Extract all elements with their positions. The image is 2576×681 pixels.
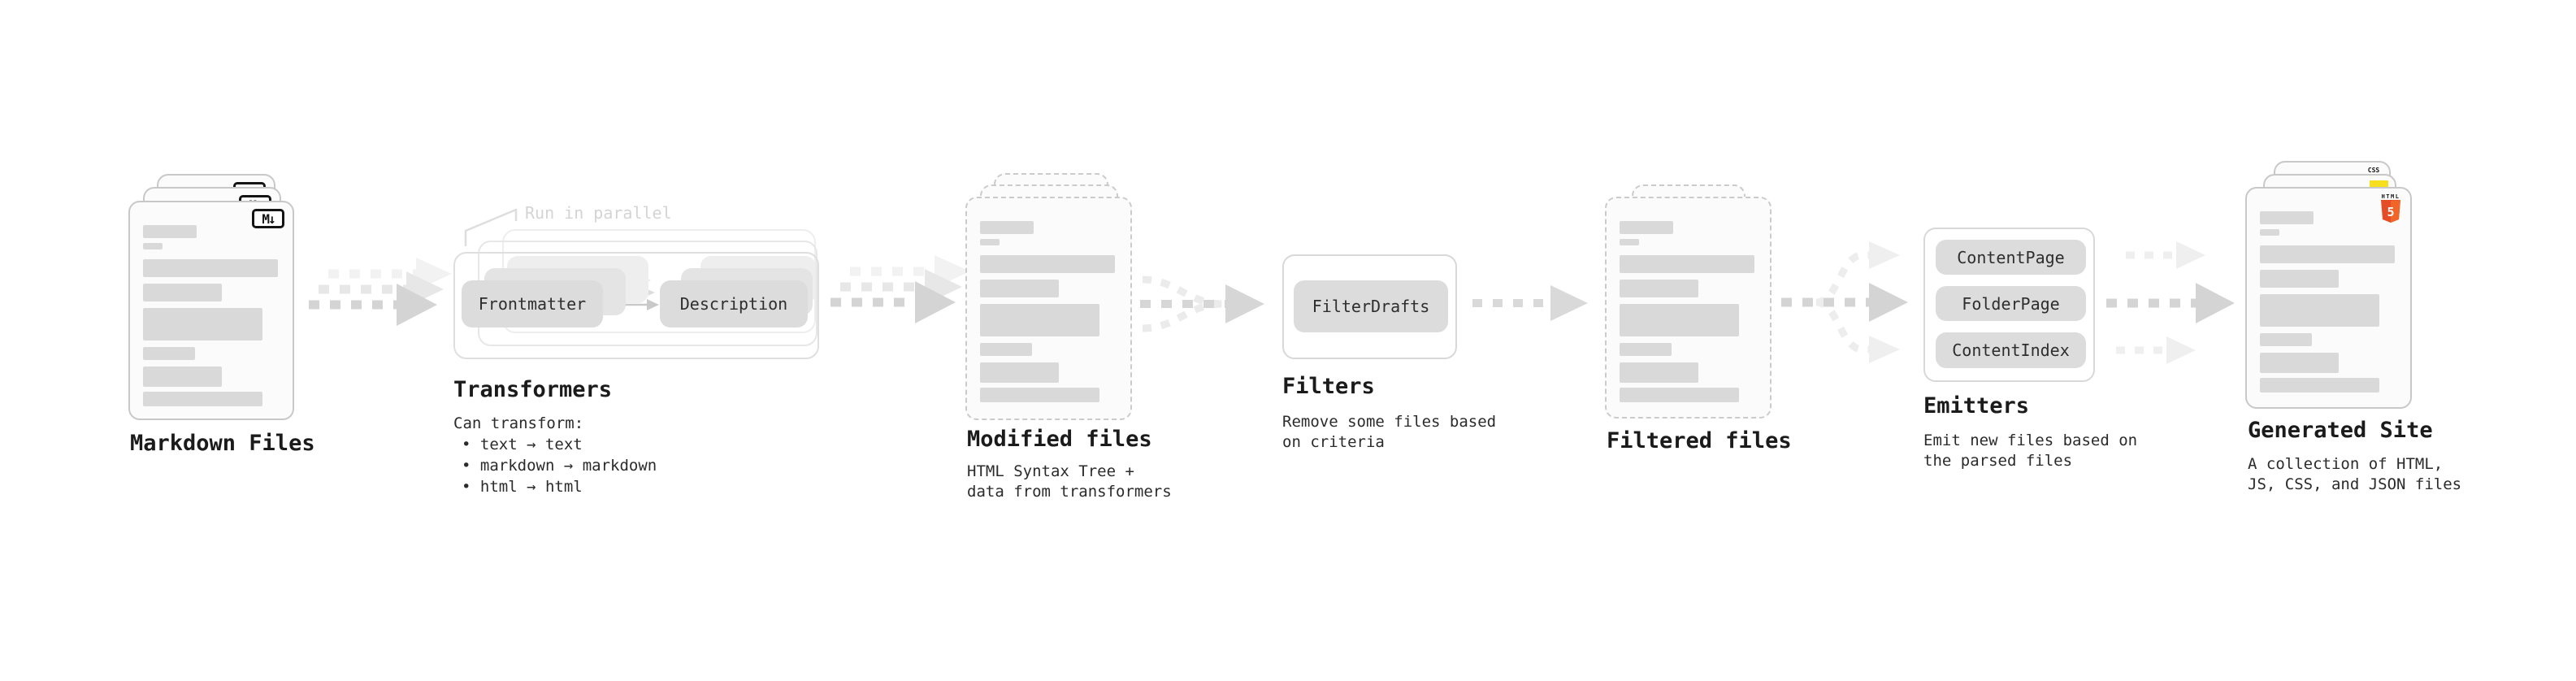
markdown-file-card-front: M↓	[128, 201, 294, 420]
arrow-modified-to-filters	[1140, 275, 1264, 332]
frontmatter-pill: Frontmatter	[462, 280, 603, 327]
text-line-placeholder	[2260, 211, 2314, 224]
arrow-emitters-to-generated	[2106, 241, 2235, 364]
text-line-placeholder	[143, 367, 222, 387]
text-line-placeholder	[1620, 221, 1673, 234]
modified-file-card-front	[965, 197, 1132, 420]
text-line-placeholder	[1620, 362, 1698, 383]
transform-bullet: • html → html	[462, 478, 583, 496]
markdown-files-label: Markdown Files	[130, 431, 315, 456]
text-line-placeholder	[980, 388, 1099, 402]
filters-panel: FilterDrafts	[1282, 254, 1457, 359]
html5-icon-number: 5	[2387, 205, 2394, 219]
modified-files-label: Modified files	[967, 427, 1152, 452]
emitters-subtitle: Emit new files based on the parsed files	[1923, 431, 2137, 471]
text-line-placeholder	[2260, 294, 2379, 327]
generated-file-card-html: HTML 5	[2245, 187, 2412, 409]
folderpage-pill: FolderPage	[1936, 286, 2086, 321]
text-line-placeholder	[980, 280, 1059, 297]
text-line-placeholder	[2260, 353, 2339, 373]
text-line-placeholder	[143, 392, 262, 406]
text-line-placeholder	[143, 284, 222, 301]
filters-subtitle: Remove some files based on criteria	[1282, 412, 1496, 453]
document-text-skeleton	[1607, 198, 1770, 402]
arrow-filters-to-filtered	[1472, 285, 1588, 321]
filters-title: Filters	[1282, 374, 1375, 399]
arrow-transformers-to-modified	[830, 255, 970, 323]
subtitle-line: the parsed files	[1923, 452, 2073, 470]
js-icon	[2370, 180, 2388, 189]
transform-bullet: • text → text	[462, 436, 583, 453]
text-line-placeholder	[2260, 333, 2312, 346]
text-line-placeholder	[2260, 245, 2395, 263]
markdown-icon: M↓	[252, 209, 284, 228]
text-line-placeholder	[2260, 270, 2339, 288]
generated-site-subtitle: A collection of HTML, JS, CSS, and JSON …	[2248, 454, 2461, 495]
transformers-intro: Can transform:	[453, 414, 584, 432]
text-line-placeholder	[980, 304, 1099, 336]
subtitle-line: A collection of HTML,	[2248, 455, 2444, 473]
html5-icon: HTML 5	[2379, 193, 2402, 226]
document-text-skeleton	[130, 202, 293, 406]
subtitle-line: Emit new files based on	[1923, 432, 2138, 449]
text-line-placeholder	[2260, 229, 2279, 236]
transformers-title: Transformers	[453, 377, 613, 402]
text-line-placeholder	[143, 308, 262, 340]
document-text-skeleton	[2247, 189, 2410, 393]
text-line-placeholder	[980, 255, 1115, 273]
text-line-placeholder	[143, 259, 278, 277]
html5-icon-word: HTML	[2381, 193, 2400, 200]
text-line-placeholder	[980, 239, 1000, 245]
subtitle-line: HTML Syntax Tree +	[967, 462, 1134, 480]
arrow-markdown-to-transformers	[309, 258, 452, 326]
filterdrafts-pill: FilterDrafts	[1294, 280, 1448, 332]
run-in-parallel-annotation: Run in parallel	[525, 203, 672, 223]
transformers-description: Can transform: • text → text • markdown …	[453, 413, 657, 497]
text-line-placeholder	[2260, 378, 2379, 393]
text-line-placeholder	[1620, 388, 1739, 402]
text-line-placeholder	[980, 221, 1034, 234]
description-pill: Description	[660, 280, 808, 327]
text-line-placeholder	[1620, 343, 1672, 356]
text-line-placeholder	[143, 225, 197, 238]
text-line-placeholder	[143, 347, 195, 360]
html5-shield: 5	[2381, 200, 2400, 223]
contentindex-pill: ContentIndex	[1936, 332, 2086, 368]
transform-bullet: • markdown → markdown	[462, 457, 657, 475]
filtered-files-label: Filtered files	[1607, 428, 1792, 453]
subtitle-line: JS, CSS, and JSON files	[2248, 475, 2462, 493]
text-line-placeholder	[1620, 304, 1739, 336]
subtitle-line: Remove some files based	[1282, 413, 1497, 431]
emitters-panel: ContentPage FolderPage ContentIndex	[1923, 228, 2095, 382]
modified-files-subtitle: HTML Syntax Tree + data from transformer…	[967, 462, 1172, 502]
text-line-placeholder	[980, 362, 1059, 383]
text-line-placeholder	[980, 343, 1032, 356]
generated-site-label: Generated Site	[2248, 418, 2433, 443]
subtitle-line: data from transformers	[967, 483, 1172, 501]
text-line-placeholder	[1620, 255, 1754, 273]
transformer-frame-front	[453, 252, 819, 359]
subtitle-line: on criteria	[1282, 433, 1385, 451]
text-line-placeholder	[143, 243, 163, 249]
document-text-skeleton	[967, 198, 1130, 402]
contentpage-pill: ContentPage	[1936, 240, 2086, 275]
text-line-placeholder	[1620, 239, 1639, 245]
text-line-placeholder	[1620, 280, 1698, 297]
filtered-file-card-front	[1605, 197, 1772, 419]
arrow-filtered-to-emitters	[1781, 241, 1908, 363]
emitters-title: Emitters	[1923, 393, 2030, 419]
